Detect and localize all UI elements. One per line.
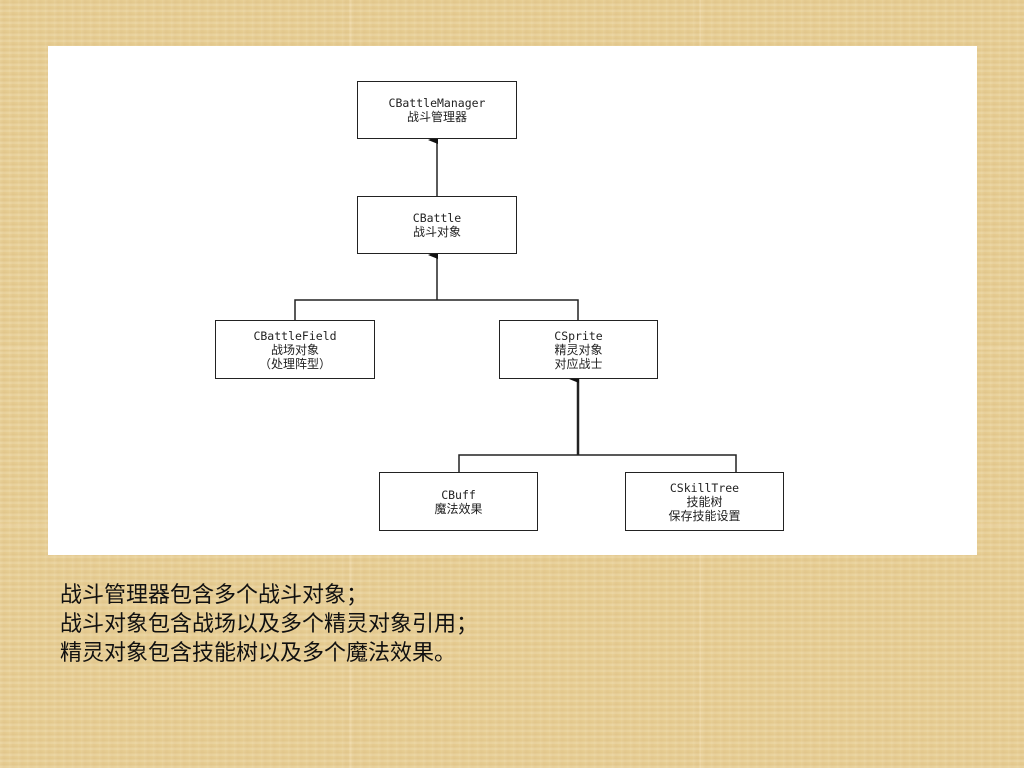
caption-text: 战斗管理器包含多个战斗对象； 战斗对象包含战场以及多个精灵对象引用； 精灵对象包… xyxy=(60,581,960,668)
node-battle-manager: CBattleManager 战斗管理器 xyxy=(357,81,517,139)
caption-line-2: 战斗对象包含战场以及多个精灵对象引用； xyxy=(60,612,479,637)
node-sprite-name: CSprite xyxy=(554,328,603,343)
caption-line-3: 精灵对象包含技能树以及多个魔法效果。 xyxy=(60,641,457,666)
node-battle-name: CBattle xyxy=(412,211,462,225)
node-battle-field-name: CBattleField xyxy=(253,328,337,343)
caption-line-1: 战斗管理器包含多个战斗对象； xyxy=(60,583,369,608)
node-sprite-desc-line1: 精灵对象 xyxy=(554,342,603,357)
node-battle-manager-name: CBattleManager xyxy=(388,96,486,110)
node-skill-tree-desc-line2: 保存技能设置 xyxy=(668,508,741,523)
edge-branch-battle xyxy=(294,299,579,321)
connector-lines xyxy=(294,136,737,473)
diagram-panel: CBattleManager 战斗管理器 CBattle 战斗对象 CBattl… xyxy=(48,46,977,555)
node-sprite-desc-line2: 对应战士 xyxy=(554,356,603,371)
node-battle-field: CBattleField 战场对象 （处理阵型） xyxy=(215,320,375,379)
node-battle-field-desc-line1: 战场对象 xyxy=(270,342,319,357)
node-battle-desc: 战斗对象 xyxy=(412,225,461,239)
node-buff-name: CBuff xyxy=(441,487,476,502)
node-skill-tree: CSkillTree 技能树 保存技能设置 xyxy=(625,472,784,531)
node-battle: CBattle 战斗对象 xyxy=(357,196,517,254)
node-battle-field-desc-line2: （处理阵型） xyxy=(258,356,331,371)
node-battle-manager-desc: 战斗管理器 xyxy=(406,110,467,124)
edge-branch-sprite xyxy=(458,454,737,473)
node-sprite: CSprite 精灵对象 对应战士 xyxy=(499,320,658,379)
node-skill-tree-desc-line1: 技能树 xyxy=(686,494,723,509)
node-buff-desc: 魔法效果 xyxy=(434,501,483,516)
node-skill-tree-name: CSkillTree xyxy=(669,480,740,495)
node-buff: CBuff 魔法效果 xyxy=(379,472,538,531)
